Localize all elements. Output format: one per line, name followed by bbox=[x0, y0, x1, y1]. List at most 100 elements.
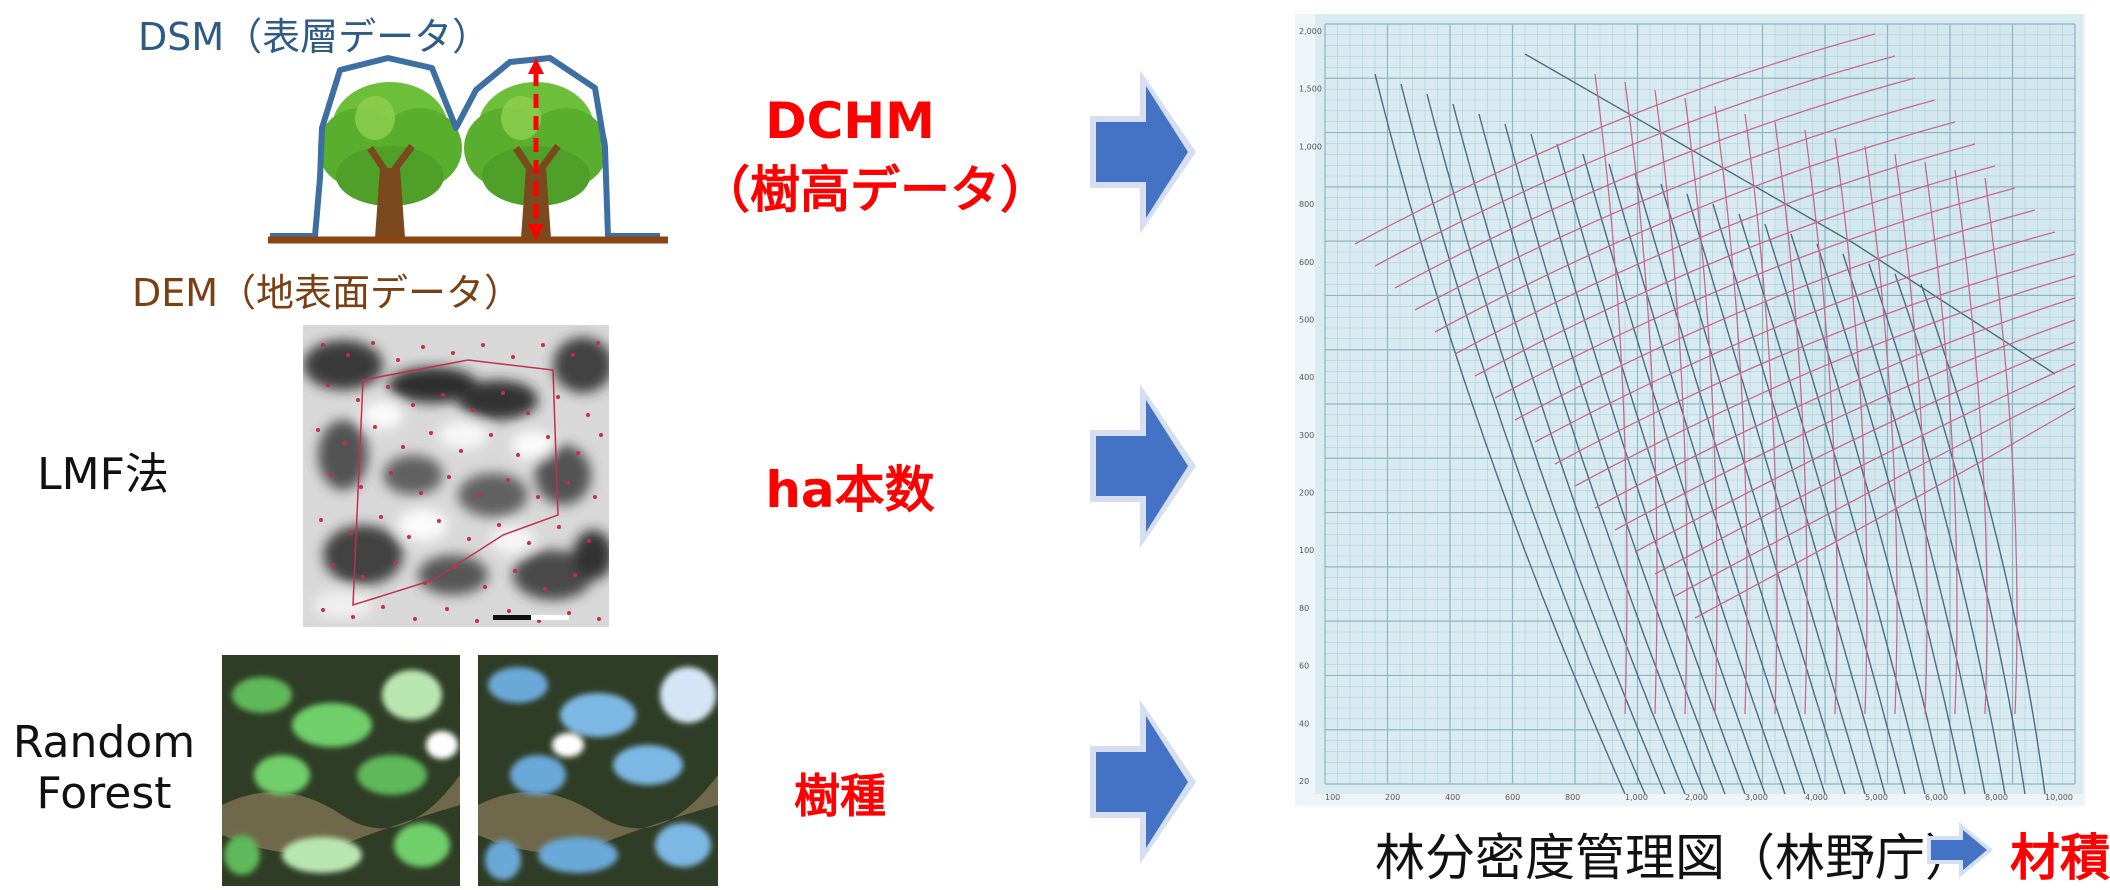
isoline-curve bbox=[1556, 143, 1766, 795]
density-curve bbox=[1684, 97, 1718, 715]
detected-tree-points bbox=[316, 341, 603, 623]
y-tick-label: 300 bbox=[1299, 431, 1314, 440]
x-tick-label: 4,000 bbox=[1805, 793, 1828, 802]
density-curve bbox=[1624, 81, 1658, 715]
y-tick-label: 2,000 bbox=[1299, 27, 1322, 36]
isoline-curve bbox=[1686, 193, 1866, 795]
scale-bar bbox=[493, 615, 531, 620]
species-classification-image-1 bbox=[222, 655, 460, 886]
y-tick-label: 60 bbox=[1299, 662, 1309, 671]
species-classification-image-2 bbox=[478, 655, 718, 886]
isoline-curve bbox=[1660, 183, 1846, 795]
tree-left bbox=[318, 82, 462, 238]
arrow-right-icon bbox=[1090, 700, 1196, 864]
isoline-curve bbox=[1894, 273, 2026, 795]
isoline-curve bbox=[1374, 73, 1626, 795]
density-curve bbox=[1354, 33, 1876, 245]
random-forest-line1: Random bbox=[12, 717, 196, 768]
density-curve bbox=[1394, 77, 1916, 289]
arrow-right-icon bbox=[1090, 384, 1196, 548]
boundary-curve bbox=[1524, 53, 2056, 375]
y-tick-label: 100 bbox=[1299, 546, 1314, 555]
density-curve bbox=[1674, 385, 2076, 597]
dsm-label: DSM（表層データ） bbox=[138, 15, 491, 59]
density-curve bbox=[1694, 407, 2076, 619]
density-curve bbox=[1864, 145, 1898, 715]
isoline-curve bbox=[1764, 223, 1926, 795]
y-tick-label: 400 bbox=[1299, 373, 1314, 382]
density-curve bbox=[1474, 165, 1996, 377]
x-tick-label: 2,000 bbox=[1685, 793, 1708, 802]
isoline-curve bbox=[1452, 103, 1686, 795]
y-tick-label: 80 bbox=[1299, 604, 1309, 613]
arrow-right-icon bbox=[1090, 70, 1196, 234]
x-tick-label: 8,000 bbox=[1985, 793, 2008, 802]
stand-density-management-chart: 2,000 1,500 1,000 800 600 500 400 300 200 100 80 60… bbox=[1295, 14, 2085, 806]
density-curve bbox=[1654, 89, 1688, 715]
x-tick-label: 200 bbox=[1385, 793, 1400, 802]
density-curve bbox=[1594, 297, 2076, 509]
species-result: 樹種 bbox=[794, 769, 886, 823]
density-chart-caption: 林分密度管理図（林野庁） bbox=[1375, 829, 1975, 887]
density-curve bbox=[1774, 121, 1808, 715]
density-curve bbox=[1804, 129, 1838, 715]
isoline-curve bbox=[1712, 203, 1886, 795]
x-tick-label: 3,000 bbox=[1745, 793, 1768, 802]
density-curve bbox=[1654, 363, 2076, 575]
density-curve bbox=[1494, 187, 2016, 399]
isoline-curve bbox=[1920, 283, 2046, 795]
plot-boundary bbox=[352, 359, 559, 607]
density-curve bbox=[1984, 177, 2018, 715]
y-tick-label: 1,000 bbox=[1299, 142, 1322, 151]
random-forest-line2: Forest bbox=[36, 767, 172, 819]
y-tick-label: 600 bbox=[1299, 258, 1314, 267]
dchm-subtitle: （樹高データ） bbox=[700, 161, 1050, 219]
isoline-curve bbox=[1478, 113, 1706, 795]
isoline-curve bbox=[1816, 243, 1966, 795]
y-tick-label: 200 bbox=[1299, 489, 1314, 498]
dem-label: DEM（地表面データ） bbox=[132, 271, 523, 315]
x-tick-label: 600 bbox=[1505, 793, 1520, 802]
density-curve bbox=[1594, 73, 1628, 715]
density-curve bbox=[1714, 105, 1748, 715]
ha-count-result: ha本数 bbox=[765, 461, 935, 519]
density-curve bbox=[1954, 169, 1988, 715]
isoline-curve bbox=[1400, 83, 1646, 795]
lmf-method-label: LMF法 bbox=[37, 449, 169, 500]
x-tick-label: 1,000 bbox=[1625, 793, 1648, 802]
x-tick-label: 10,000 bbox=[2045, 793, 2073, 802]
y-tick-label: 500 bbox=[1299, 315, 1314, 324]
isoline-curve bbox=[1790, 233, 1946, 795]
isoline-curve bbox=[1530, 133, 1746, 795]
y-tick-label: 1,500 bbox=[1299, 85, 1322, 94]
dchm-title: DCHM bbox=[765, 92, 935, 150]
lmf-tree-detection-image bbox=[303, 325, 609, 627]
density-curve bbox=[1554, 253, 2076, 465]
density-curve bbox=[1634, 341, 2076, 553]
y-tick-label: 40 bbox=[1299, 719, 1309, 728]
density-curve bbox=[1834, 137, 1868, 715]
density-curve bbox=[1434, 121, 1956, 333]
volume-result: 材積 bbox=[2010, 829, 2110, 887]
x-tick-label: 5,000 bbox=[1865, 793, 1888, 802]
density-curve bbox=[1374, 55, 1896, 267]
isoline-curve bbox=[1634, 173, 1826, 795]
density-curve bbox=[1574, 275, 2076, 487]
isoline-curve bbox=[1842, 253, 1986, 795]
x-tick-label: 6,000 bbox=[1925, 793, 1948, 802]
random-forest-method-label: Random Forest bbox=[6, 717, 202, 819]
y-tick-label: 800 bbox=[1299, 200, 1314, 209]
x-tick-label: 400 bbox=[1445, 793, 1460, 802]
dsm-surface-line bbox=[270, 55, 660, 239]
x-tick-label: 100 bbox=[1325, 793, 1340, 802]
x-tick-label: 800 bbox=[1565, 793, 1580, 802]
arrow-right-small-icon bbox=[1927, 822, 1993, 878]
density-curve bbox=[1924, 161, 1958, 715]
density-curve bbox=[1454, 143, 1976, 355]
density-curve bbox=[1894, 153, 1928, 715]
y-tick-label: 20 bbox=[1299, 777, 1309, 786]
dchm-result: DCHM （樹高データ） bbox=[700, 92, 1050, 222]
isoline-curve bbox=[1738, 213, 1906, 795]
density-curve bbox=[1534, 231, 2056, 443]
isoline-curve bbox=[1582, 153, 1786, 795]
